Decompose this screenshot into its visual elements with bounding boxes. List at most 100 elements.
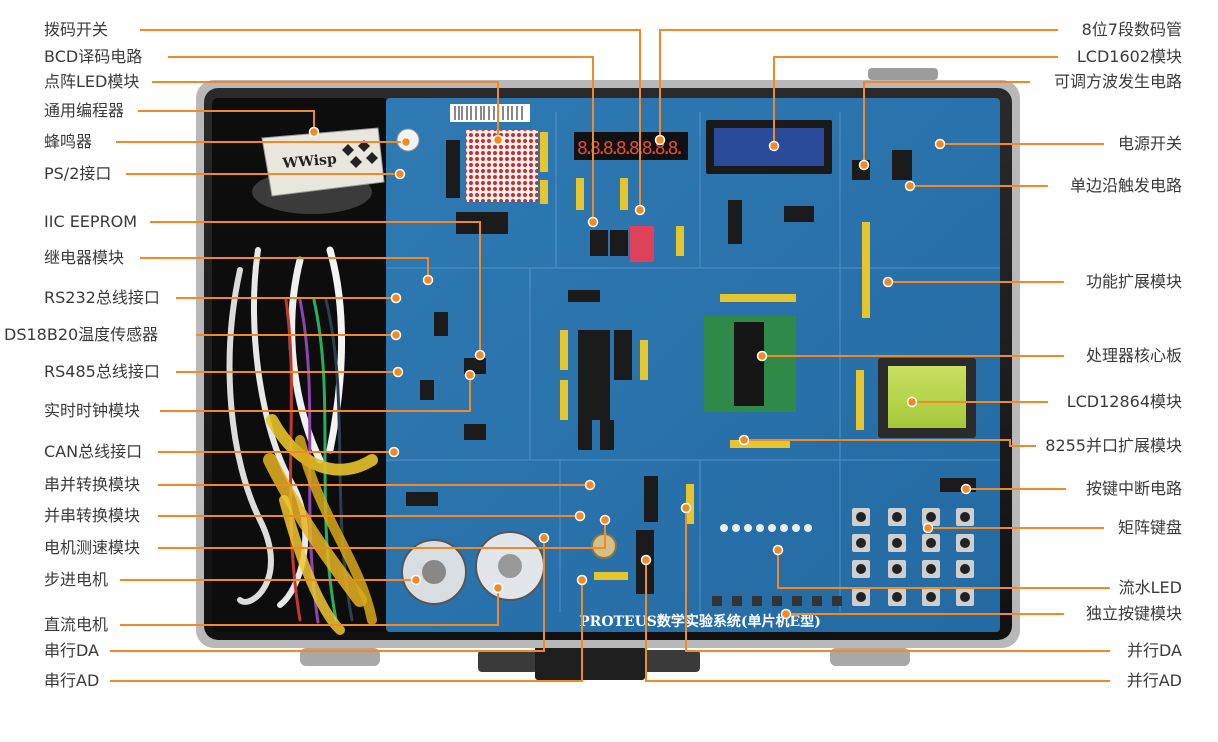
marker-dot-matrix-led — [492, 134, 504, 146]
programmer-device: WWisp — [252, 127, 385, 214]
marker-square-wave — [858, 159, 870, 171]
marker-buzzer — [400, 136, 412, 148]
case-hardware — [300, 68, 938, 680]
label-rtc: 实时时钟模块 — [44, 401, 141, 420]
marker-serial-da — [538, 532, 550, 544]
programmer-brand: WWisp — [281, 151, 338, 172]
label-serial-ad: 串行AD — [44, 671, 100, 690]
marker-bcd-decoder — [587, 216, 599, 228]
label-motor-speed: 电机测速模块 — [44, 538, 141, 557]
label-key-interrupt: 按键中断电路 — [1085, 479, 1182, 498]
marker-lcd12864 — [906, 396, 918, 408]
label-programmer: 通用编程器 — [44, 101, 125, 120]
label-dip-switch: 拨码开关 — [44, 20, 109, 39]
marker-programmer — [308, 126, 320, 138]
marker-edge-trigger — [904, 180, 916, 192]
marker-ppi8255 — [738, 434, 750, 446]
marker-dip-switch — [634, 204, 646, 216]
leader-square-wave — [863, 81, 1030, 165]
label-independent-keys: 独立按键模块 — [1085, 604, 1182, 623]
leader-programmer — [138, 110, 315, 132]
label-ps2: PS/2接口 — [44, 164, 112, 183]
label-cpu-core: 处理器核心板 — [1085, 346, 1182, 365]
label-lcd1602: LCD1602模块 — [1076, 47, 1182, 66]
marker-motor-speed — [599, 514, 611, 526]
marker-parallel-ad — [640, 554, 652, 566]
marker-serial-parallel — [584, 479, 596, 491]
marker-rs232 — [390, 292, 402, 304]
marker-iic-eeprom — [474, 349, 486, 361]
label-edge-trigger: 单边沿触发电路 — [1069, 176, 1182, 195]
marker-power-switch — [934, 138, 946, 150]
marker-parallel-da — [680, 502, 692, 514]
leader-ppi8255 — [744, 439, 1036, 447]
leader-motor-speed — [158, 520, 606, 549]
cpu-core-component — [704, 316, 796, 412]
stepper-motor-component — [401, 539, 467, 605]
label-parallel-ad: 并行AD — [1126, 671, 1182, 690]
lcd12864-component — [878, 358, 976, 438]
label-square-wave: 可调方波发生电路 — [1053, 72, 1182, 91]
independent-keys-component — [712, 596, 842, 606]
leader-dot-matrix-led — [152, 81, 499, 140]
marker-seven-seg — [654, 134, 666, 146]
label-serial-parallel: 串并转换模块 — [44, 475, 141, 494]
leader-rtc — [160, 375, 471, 412]
leader-serial-da — [110, 538, 545, 652]
label-lcd12864: LCD12864模块 — [1066, 392, 1182, 411]
marker-lcd1602 — [768, 140, 780, 152]
label-bcd-decoder: BCD译码电路 — [44, 47, 143, 66]
label-dot-matrix-led: 点阵LED模块 — [44, 72, 140, 91]
label-relay: 继电器模块 — [44, 248, 125, 267]
storage-compartment — [212, 98, 388, 632]
callout-leader-lines — [110, 29, 1110, 682]
marker-flow-led — [772, 544, 784, 556]
leader-dc-motor — [120, 588, 499, 626]
marker-matrix-keypad — [922, 522, 934, 534]
flow-led-component — [720, 524, 812, 532]
marker-parallel-serial — [574, 510, 586, 522]
marker-key-interrupt — [960, 483, 972, 495]
matrix-keypad-component — [852, 508, 974, 606]
label-parallel-serial: 并串转换模块 — [44, 506, 141, 525]
marker-relay — [422, 274, 434, 286]
label-serial-da: 串行DA — [44, 641, 99, 660]
label-power-switch: 电源开关 — [1117, 134, 1182, 153]
board-title: PROTEUS数学实验系统(单片机E型) — [579, 613, 821, 630]
marker-serial-ad — [576, 574, 588, 586]
label-ppi8255: 8255并口扩展模块 — [1045, 436, 1182, 455]
label-stepper: 步进电机 — [44, 570, 109, 589]
label-matrix-keypad: 矩阵键盘 — [1117, 518, 1182, 537]
dip-switch-component — [630, 226, 654, 262]
leader-dip-switch — [140, 29, 641, 210]
marker-ds18b20 — [390, 329, 402, 341]
label-parallel-da: 并行DA — [1127, 641, 1182, 660]
dc-motor-component — [475, 531, 545, 601]
marker-expansion — [882, 276, 894, 288]
marker-stepper — [410, 574, 422, 586]
label-rs485: RS485总线接口 — [44, 362, 160, 381]
callout-markers — [308, 126, 972, 620]
leader-iic-eeprom — [150, 221, 481, 355]
leader-flow-led — [777, 550, 1110, 589]
marker-rs485 — [392, 366, 404, 378]
marker-cpu-core — [756, 350, 768, 362]
label-expansion: 功能扩展模块 — [1085, 272, 1182, 291]
marker-rtc — [464, 369, 476, 381]
leader-lcd1602 — [773, 56, 1058, 146]
label-can: CAN总线接口 — [44, 442, 143, 461]
label-rs232: RS232总线接口 — [44, 288, 160, 307]
marker-dc-motor — [492, 582, 504, 594]
label-ds18b20: DS18B20温度传感器 — [4, 325, 159, 344]
marker-can — [388, 446, 400, 458]
pin-headers — [540, 132, 870, 580]
label-flow-led: 流水LED — [1118, 578, 1182, 597]
leader-parallel-ad — [645, 560, 1110, 682]
label-dc-motor: 直流电机 — [44, 615, 109, 634]
leader-bcd-decoder — [168, 56, 594, 222]
pcb-board — [386, 98, 1000, 632]
marker-independent-keys — [780, 608, 792, 620]
marker-ps2 — [394, 168, 406, 180]
label-iic-eeprom: IIC EEPROM — [44, 212, 138, 231]
